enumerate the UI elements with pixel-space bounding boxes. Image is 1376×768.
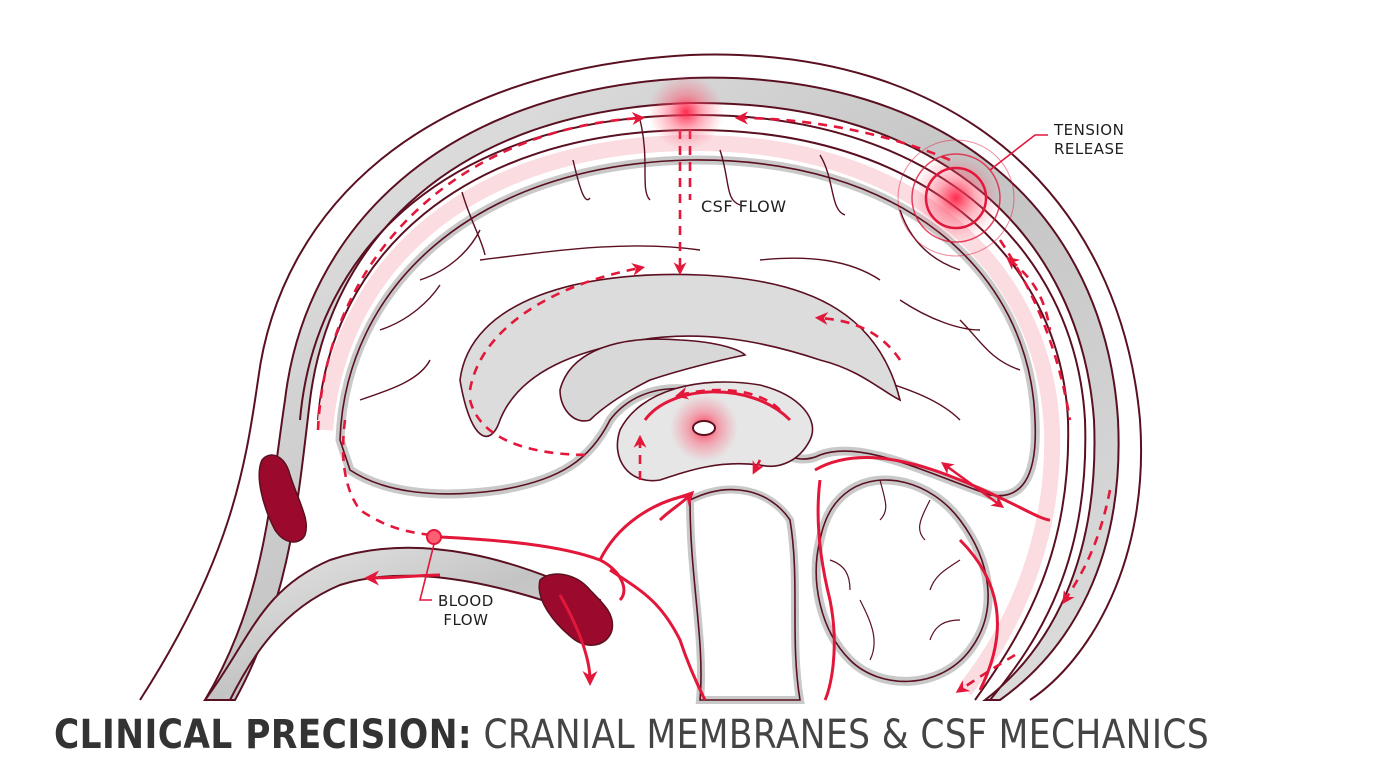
scalp-outline (139, 53, 1143, 701)
dura-inner (317, 128, 1070, 701)
sinus-sphenoid (538, 573, 614, 646)
sinus-occipital (258, 454, 308, 543)
subarachnoid-space (317, 134, 1061, 695)
brainstem (685, 485, 805, 704)
third-ventricle-opening (692, 420, 716, 436)
blood-callout-line (418, 543, 435, 601)
tension-release-label: TENSION RELEASE (1054, 121, 1125, 159)
midbrain-region (459, 273, 902, 482)
diagram-title-bold: CLINICAL PRECISION: (54, 712, 473, 758)
tension-release-label-line-2: RELEASE (1054, 140, 1125, 158)
tension-release-hotspot (897, 139, 1015, 257)
blood-flow-label-line-1: BLOOD (438, 592, 494, 610)
blood-vessels (364, 390, 1051, 701)
csf-flow-label: CSF FLOW (701, 197, 787, 216)
tension-callout-line (989, 134, 1048, 171)
csf-flow-arrows (316, 111, 1112, 693)
blood-flow-label-line-2: FLOW (443, 611, 489, 629)
blood-flow-label: BLOOD FLOW (438, 592, 494, 630)
superior-sagittal-hotspot (648, 74, 724, 150)
blood-flow-marker (426, 529, 442, 545)
diagram-title-light: CRANIAL MEMBRANES & CSF MECHANICS (472, 712, 1210, 758)
cerebellum (811, 475, 993, 686)
ventricle (559, 338, 747, 422)
diagram-title: CLINICAL PRECISION: CRANIAL MEMBRANES & … (54, 712, 1209, 758)
tension-release-label-line-1: TENSION (1054, 121, 1125, 139)
bidirectional-arrow (940, 462, 1005, 508)
dura-outer (299, 113, 1087, 701)
